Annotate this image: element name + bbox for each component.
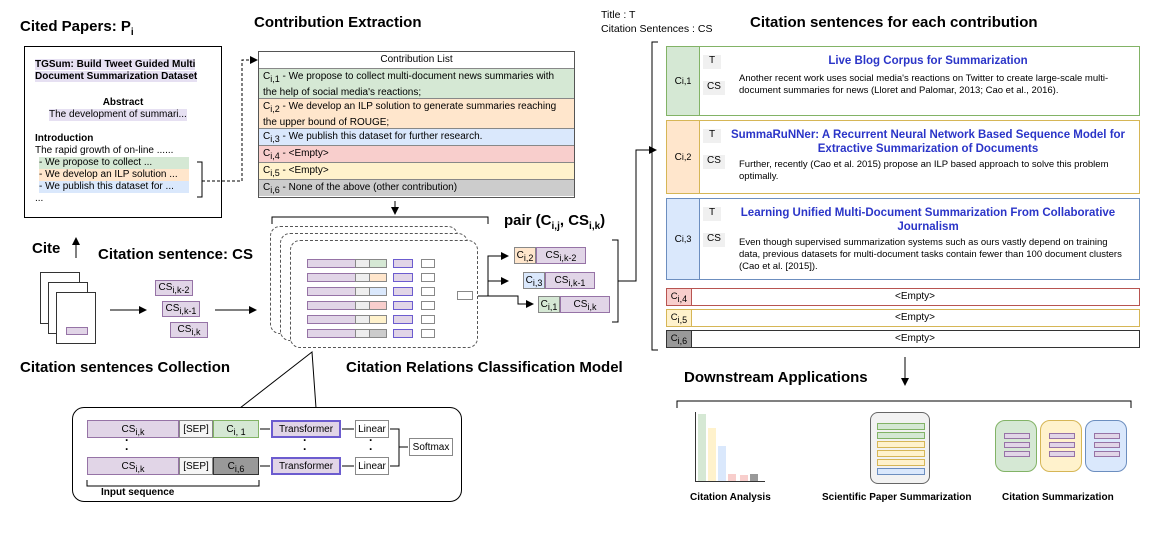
- detail-connectors: [86, 428, 408, 487]
- linear-block-1: Linear: [355, 420, 389, 438]
- contribution-item: Ci,3 - We publish this dataset for furth…: [259, 128, 574, 145]
- empty-result-label: Ci,5: [667, 310, 692, 326]
- paper-summary-icon: [870, 412, 930, 484]
- citation-sentence-heading: Citation sentence: CS: [98, 246, 254, 263]
- input-cs-1: CSi,k: [87, 420, 179, 438]
- contribution-list-header: Contribution List: [380, 54, 453, 65]
- contribution-item: Ci,4 - <Empty>: [259, 145, 574, 162]
- cs-tag: CS: [703, 81, 725, 95]
- empty-result-row: Ci,4 <Empty>: [666, 288, 1140, 306]
- cited-papers-heading: Cited Papers: Pi: [20, 18, 134, 38]
- model-softmax: [457, 291, 473, 300]
- model-detail: CSi,k [SEP] Ci, 1 Transformer Linear ·· …: [72, 407, 462, 502]
- result-title: Live Blog Corpus for Summarization: [828, 55, 1028, 67]
- transformer-block-1: Transformer: [271, 420, 341, 438]
- pair-c-tag: Ci,3: [523, 272, 545, 289]
- cs-tag: CSi,k-2: [155, 280, 193, 296]
- input-c-1: Ci, 1: [213, 420, 259, 438]
- app-paper-summarization: Scientific Paper Summarization: [822, 492, 972, 503]
- app-citation-summarization: Citation Summarization: [1002, 492, 1114, 503]
- result-title: SummaRuNNer: A Recurrent Neural Network …: [730, 129, 1126, 155]
- contribution-item: Ci,1 - We propose to collect multi-docum…: [259, 68, 574, 98]
- cite-label: Cite: [32, 240, 61, 257]
- model-heading: Citation Relations Classification Model: [346, 359, 623, 376]
- contribution-item: Ci,5 - <Empty>: [259, 162, 574, 179]
- intro-heading: Introduction: [35, 133, 94, 144]
- cs-tag: CS: [703, 233, 725, 247]
- downstream-heading: Downstream Applications: [684, 369, 868, 386]
- paper-ellipsis: ...: [35, 193, 44, 204]
- contribution-list: Contribution List Ci,1 - We propose to c…: [258, 51, 575, 198]
- result-text: Further, recently (Cao et al. 2015) prop…: [739, 159, 1109, 182]
- intro-text: The rapid growth of on-line ......: [35, 145, 174, 156]
- empty-result-label: Ci,6: [667, 331, 692, 347]
- title-tag: T: [703, 207, 721, 221]
- citation-sentences-each-heading: Citation sentences for each contribution: [750, 14, 1038, 31]
- contribution-extraction-heading: Contribution Extraction: [254, 14, 422, 31]
- paper-bullet-2: - We develop an ILP solution ...: [39, 169, 189, 181]
- abstract-heading: Abstract: [102, 97, 144, 108]
- contribution-item: Ci,6 - None of the above (other contribu…: [259, 179, 574, 196]
- sep-token-2: [SEP]: [179, 457, 213, 475]
- pair-cs-tag: CSi,k: [560, 296, 610, 313]
- pair-c-tag: Ci,1: [538, 296, 560, 313]
- cs-tag: CSi,k-1: [162, 301, 200, 317]
- app-citation-analysis: Citation Analysis: [690, 492, 771, 503]
- input-c-2: Ci,6: [213, 457, 259, 475]
- model-card: [290, 240, 478, 348]
- title-tag: T: [703, 55, 721, 69]
- empty-result-row: Ci,6 <Empty>: [666, 330, 1140, 348]
- input-sequence-label: Input sequence: [101, 487, 175, 498]
- softmax-block: Softmax: [409, 438, 453, 456]
- empty-result-text: <Empty>: [894, 333, 936, 344]
- abstract-text: The development of summari...: [49, 109, 187, 121]
- paper-bullet-1: - We propose to collect ...: [39, 157, 189, 169]
- paper-title: TGSum: Build Tweet Guided Multi Document…: [35, 59, 198, 82]
- pair-cs-tag: CSi,k-2: [536, 247, 586, 264]
- legend: Title : T Citation Sentences : CS: [601, 9, 713, 35]
- contribution-item: Ci,2 - We develop an ILP solution to gen…: [259, 98, 574, 128]
- pair-c-tag: Ci,2: [514, 247, 536, 264]
- pair-cs-tag: CSi,k-1: [545, 272, 595, 289]
- transformer-block-2: Transformer: [271, 457, 341, 475]
- result-title: Learning Unified Multi-Document Summariz…: [740, 207, 1116, 233]
- empty-result-text: <Empty>: [894, 291, 936, 302]
- cited-paper-card: TGSum: Build Tweet Guided Multi Document…: [24, 46, 222, 218]
- empty-result-text: <Empty>: [894, 312, 936, 323]
- input-cs-2: CSi,k: [87, 457, 179, 475]
- cs-tag: CSi,k: [170, 322, 208, 338]
- cs-tag: CS: [703, 155, 725, 169]
- paper-bullet-3: - We publish this dataset for ...: [39, 181, 189, 193]
- sep-token-1: [SEP]: [179, 420, 213, 438]
- linear-block-2: Linear: [355, 457, 389, 475]
- result-text: Even though supervised summarization sys…: [739, 237, 1122, 272]
- collection-heading: Citation sentences Collection: [20, 359, 231, 376]
- result-text: Another recent work uses social media's …: [739, 73, 1109, 96]
- empty-result-row: Ci,5 <Empty>: [666, 309, 1140, 327]
- empty-result-label: Ci,4: [667, 289, 692, 305]
- pair-label: pair (Ci,j, CSi,k): [504, 212, 606, 232]
- title-tag: T: [703, 129, 721, 143]
